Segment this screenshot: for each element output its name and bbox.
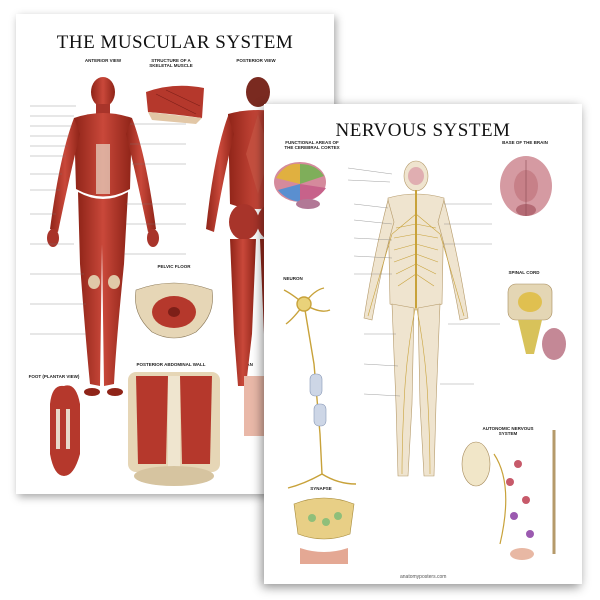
synapse-label: SYNAPSE xyxy=(310,486,332,491)
spinal-cord-illustration xyxy=(507,283,566,360)
neuron-label: NEURON xyxy=(283,276,303,281)
skeletal-muscle-label: STRUCTURE OF A SKELETAL MUSCLE xyxy=(149,58,193,68)
synapse-illustration xyxy=(293,497,355,564)
cerebral-cortex-illustration xyxy=(274,162,326,209)
nervous-label-leaders xyxy=(347,167,500,397)
foot-illustration xyxy=(50,385,80,476)
pelvic-floor-label: PELVIC FLOOR xyxy=(157,264,191,269)
skeletal-muscle-structure xyxy=(146,85,204,124)
nervous-body-figure xyxy=(363,160,469,477)
nervous-poster-title: NERVOUS SYSTEM xyxy=(335,120,511,141)
nervous-illustrations xyxy=(274,156,566,564)
autonomic-label: AUTONOMIC NERVOUS SYSTEM xyxy=(482,426,534,436)
footer-url: anatomyposters.com xyxy=(400,574,447,580)
foot-view-label: FOOT (PLANTAR VIEW) xyxy=(28,374,80,379)
pelvic-floor-illustration xyxy=(135,282,213,339)
brain-base-label: BASE OF THE BRAIN xyxy=(502,140,548,145)
cortex-label: FUNCTIONAL AREAS OF THE CEREBRAL CORTEX xyxy=(284,140,340,150)
muscular-poster-title: THE MUSCULAR SYSTEM xyxy=(56,32,294,53)
spinal-cord-label: SPINAL CORD xyxy=(508,270,540,275)
abdominal-wall-illustration xyxy=(128,372,220,486)
abdominal-wall-label: POSTERIOR ABDOMINAL WALL xyxy=(136,362,206,367)
brain-base-illustration xyxy=(500,156,552,216)
autonomic-illustration xyxy=(461,430,556,560)
anterior-muscle-figure xyxy=(47,77,159,396)
nervous-system-poster: NERVOUS SYSTEM FUNCTIONAL AREAS OF THE C… xyxy=(264,104,582,584)
anterior-view-label: ANTERIOR VIEW xyxy=(84,58,122,63)
posterior-view-label: POSTERIOR VIEW xyxy=(236,58,276,63)
neuron-illustration xyxy=(283,287,357,489)
